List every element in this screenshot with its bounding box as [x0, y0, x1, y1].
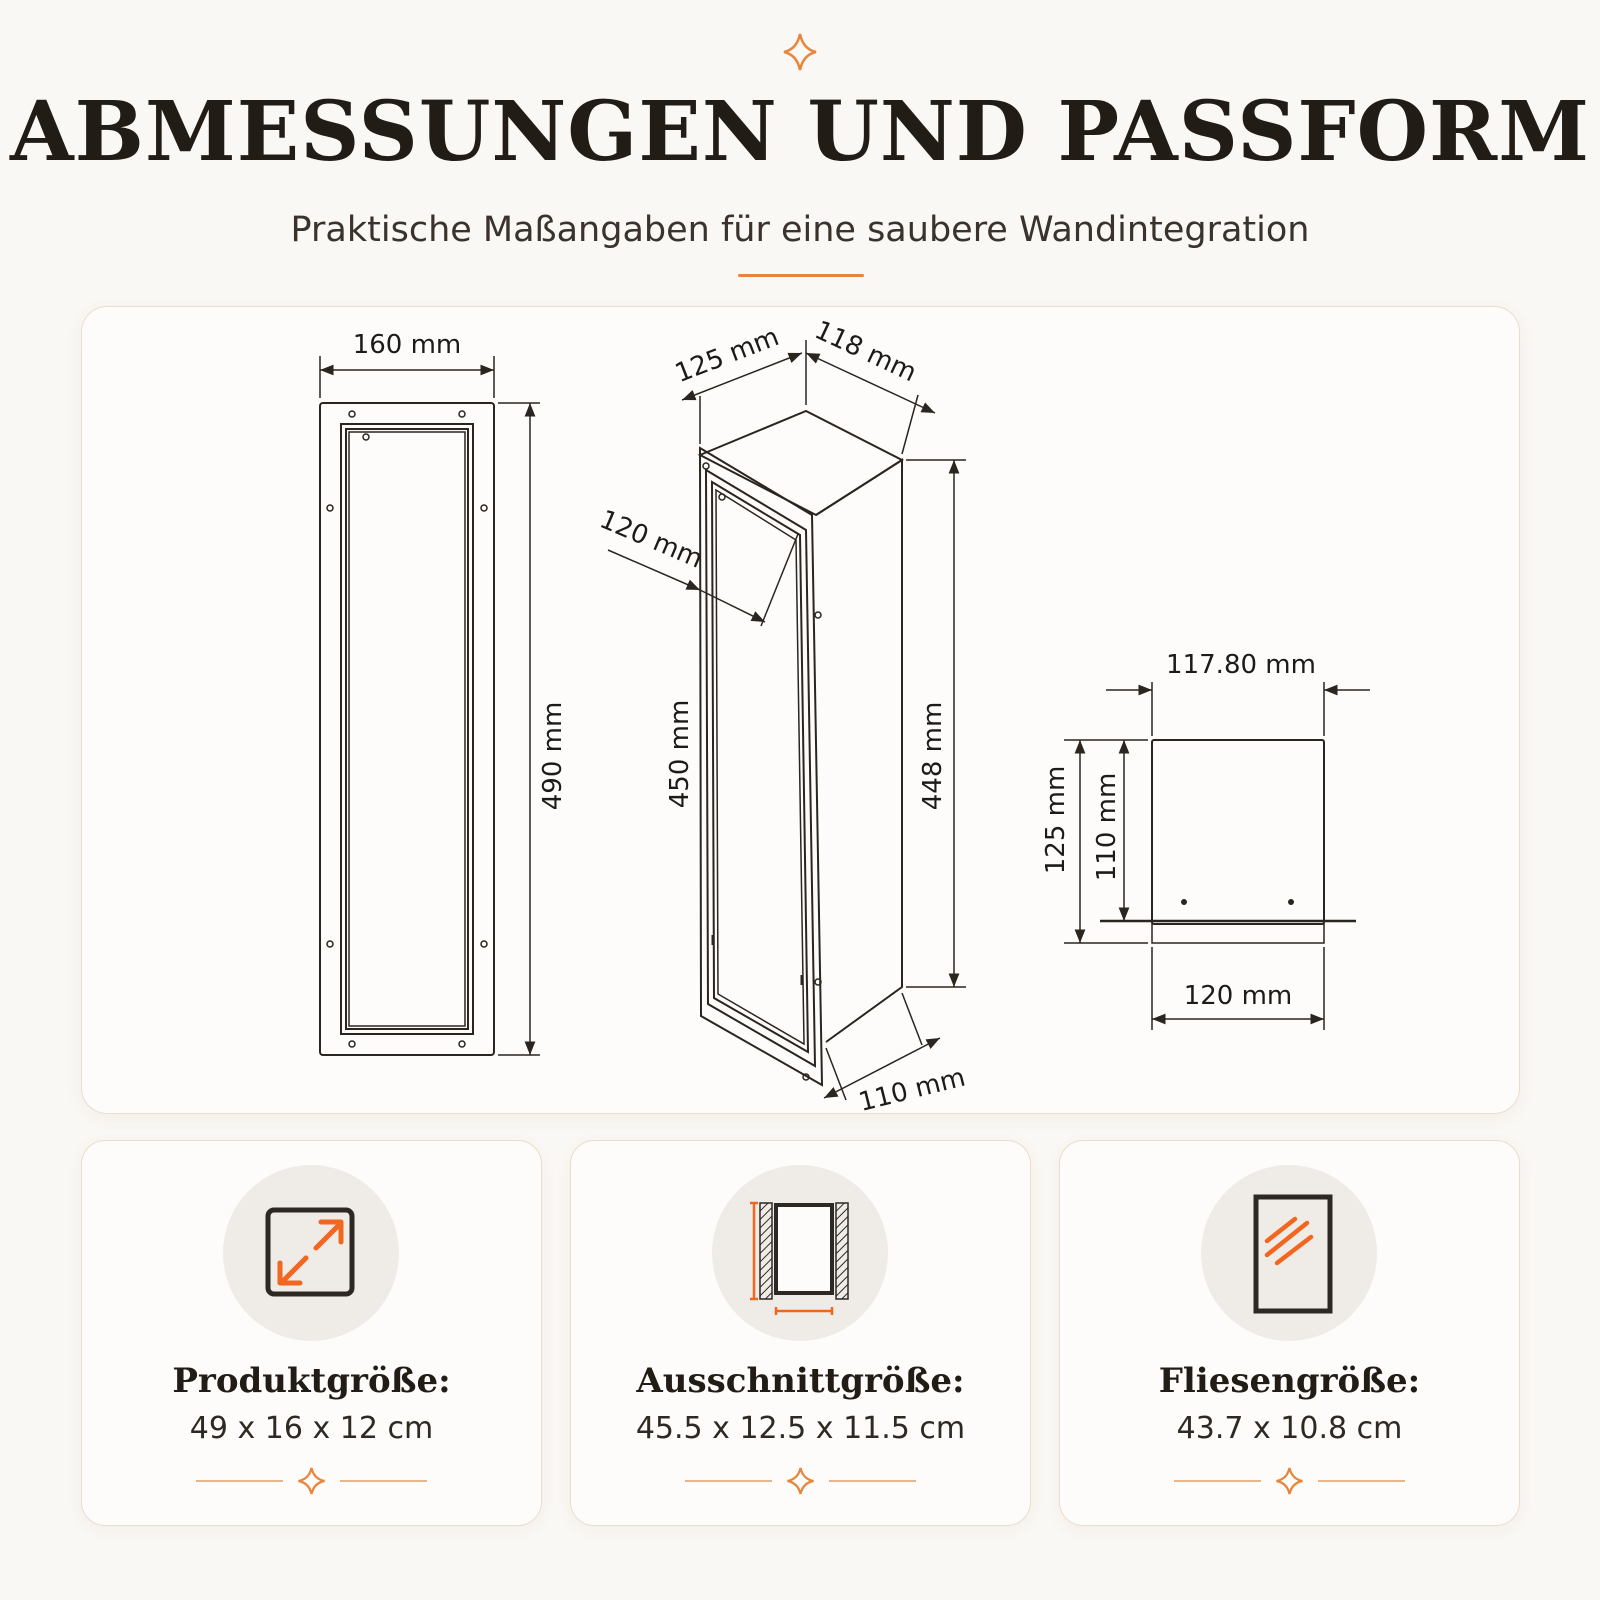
persp-top-depth-label: 118 mm [810, 315, 921, 388]
title-underline [738, 274, 864, 277]
persp-bottom-depth-label: 110 mm [856, 1063, 969, 1112]
persp-body-height-label: 448 mm [918, 702, 948, 811]
sparkle-icon [1276, 1467, 1303, 1495]
card-icon-circle [1201, 1165, 1377, 1341]
card-value: 49 x 16 x 12 cm [189, 1411, 434, 1446]
top-view-inner-depth-label: 110 mm [1092, 773, 1122, 882]
top-view-width-label: 117.80 mm [1166, 650, 1316, 680]
card-title: Ausschnittgröße: [636, 1361, 965, 1401]
top-view-outer-depth-label: 125 mm [1041, 766, 1071, 875]
card-icon-circle [223, 1165, 399, 1341]
card-title: Fliesengröße: [1158, 1361, 1421, 1401]
sparkle-icon [783, 33, 817, 71]
card-cutout-size: Ausschnittgröße: 45.5 x 12.5 x 11.5 cm [570, 1140, 1031, 1526]
top-view-bottom-width-label: 120 mm [1184, 981, 1293, 1011]
card-value: 43.7 x 10.8 cm [1176, 1411, 1403, 1446]
front-width-label: 160 mm [353, 330, 462, 360]
card-product-size: Produktgröße: 49 x 16 x 12 cm [81, 1140, 542, 1526]
front-view [319, 356, 540, 1056]
tile-icon [1253, 1194, 1333, 1314]
card-ornament [1174, 1467, 1405, 1495]
persp-top-width-label: 125 mm [671, 322, 783, 389]
wall-cutout-icon [750, 1201, 849, 1315]
page-subtitle: Praktische Maßangaben für eine saubere W… [290, 210, 1310, 250]
top-view [1064, 682, 1370, 1030]
top-view-box [1151, 739, 1325, 925]
box-flange [698, 446, 824, 1087]
card-ornament [196, 1467, 427, 1495]
card-title: Produktgröße: [172, 1361, 451, 1401]
resize-arrows-icon [265, 1207, 355, 1297]
page-title: ABMESSUNGEN UND PASSFORM [10, 84, 1590, 180]
front-height-label: 490 mm [538, 702, 568, 811]
front-view-flange [319, 402, 495, 1056]
sparkle-icon [787, 1467, 814, 1495]
box-side-face [815, 458, 903, 1043]
card-tile-size: Fliesengröße: 43.7 x 10.8 cm [1059, 1140, 1520, 1526]
perspective-view [607, 340, 966, 1101]
card-ornament [685, 1467, 916, 1495]
persp-inner-width-label: 120 mm [595, 505, 707, 575]
card-icon-circle [712, 1165, 888, 1341]
persp-inner-height-label: 450 mm [665, 700, 695, 809]
sparkle-icon [298, 1467, 325, 1495]
card-value: 45.5 x 12.5 x 11.5 cm [635, 1411, 966, 1446]
top-ornament [318, 33, 1282, 71]
dimension-diagram: 160 mm 490 mm 125 mm 118 mm 120 mm 450 m… [319, 315, 1370, 1112]
